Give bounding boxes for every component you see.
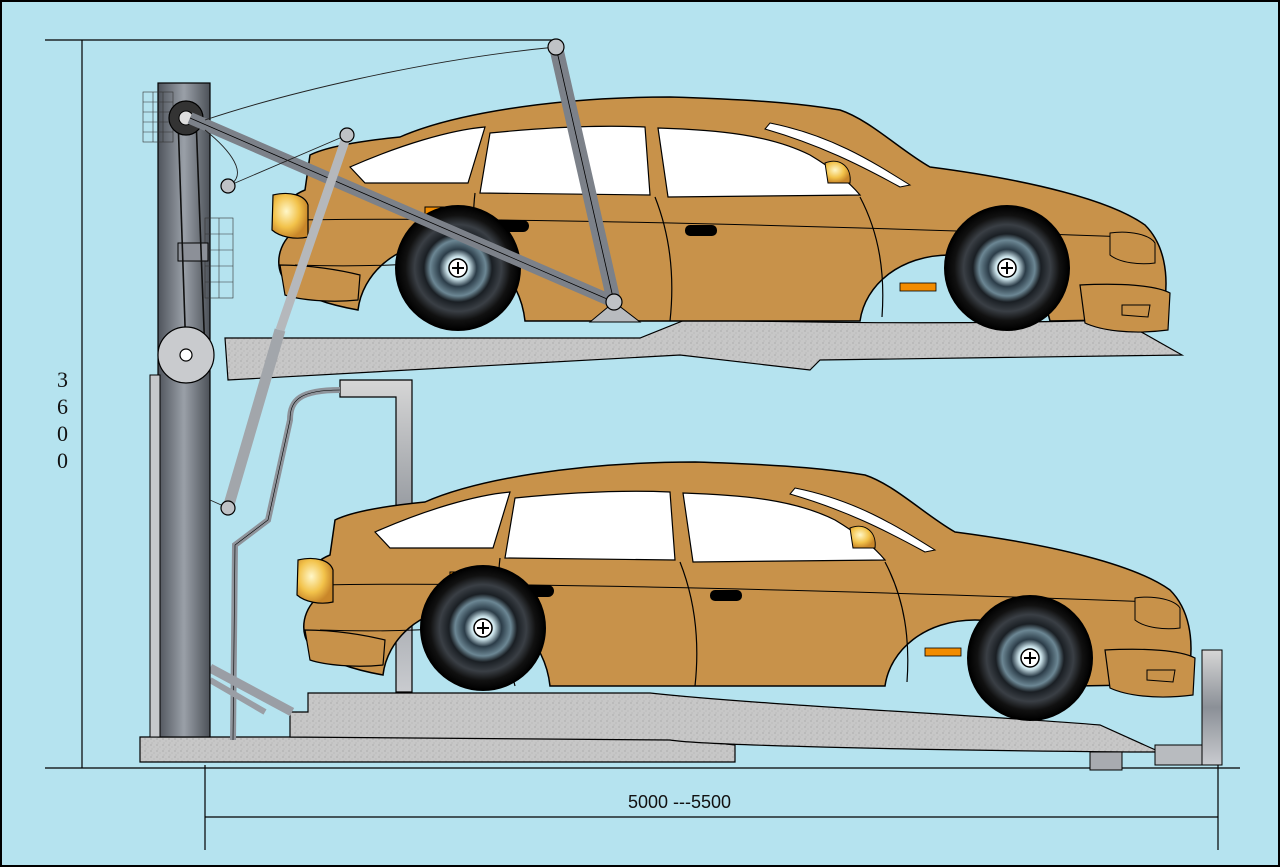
main-column <box>157 82 211 738</box>
height-dimension-lines <box>45 39 1240 769</box>
rear-wheel <box>395 205 521 331</box>
height-dimension-digit: 3 <box>57 367 68 392</box>
lower-brace <box>207 664 295 716</box>
right-ramp-foot <box>1154 744 1203 766</box>
lower-brace <box>208 677 267 715</box>
lift-arm-foot <box>588 301 642 323</box>
base-plate <box>139 736 736 763</box>
length-dimension-label: 5000 ---5500 <box>628 792 731 812</box>
foot-block <box>1089 751 1123 771</box>
height-dimension-digit: 0 <box>57 421 68 446</box>
lower-ramp <box>289 692 1161 753</box>
lift-cable <box>195 117 206 356</box>
lift-arm-lower <box>222 328 286 510</box>
rear-wheel <box>420 565 546 691</box>
column-back-plate <box>149 374 161 738</box>
height-dimension-digit: 6 <box>57 394 68 419</box>
front-wheel <box>967 595 1093 721</box>
pivot-pins <box>220 38 623 516</box>
lift-arm-light <box>275 133 352 332</box>
height-dimension-digit: 0 <box>57 448 68 473</box>
lower-pulley-hub <box>179 348 193 362</box>
front-wheel <box>944 205 1070 331</box>
length-dimension-lines <box>204 765 1219 850</box>
lift-cable <box>177 117 187 356</box>
lift-arm-upright-edge <box>555 46 615 303</box>
support-rod-outline <box>232 389 341 741</box>
lift-arm-main-edge <box>189 117 615 303</box>
right-guide-post <box>1201 649 1223 766</box>
